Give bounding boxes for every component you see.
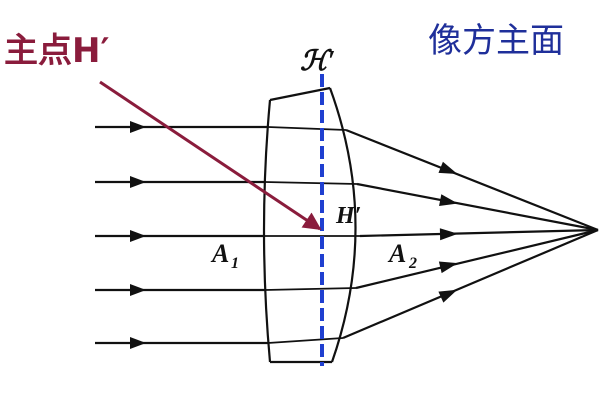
internal-ray-5 [267,337,344,344]
outgoing-rays [342,128,599,340]
vertex-front-letter: A [210,239,229,268]
lens-top-edge [269,86,331,102]
internal-ray-4 [264,287,357,291]
outgoing-ray-2 [356,182,599,232]
outgoing-ray-3 [359,228,599,238]
outgoing-ray-4 [355,228,599,290]
outgoing-arrow-3 [439,228,458,241]
internal-rays [263,126,360,344]
incoming-arrow-1 [130,121,146,133]
outgoing-arrow-5 [438,289,458,303]
vertex-front-label: A 1 [210,239,239,272]
image-principal-plane-label: 像方主面 [428,21,564,61]
vertex-back-label: A 2 [387,239,417,272]
principal-point-pointer [99,80,322,231]
incoming-ray-arrows [130,121,146,349]
incoming-arrow-2 [130,176,146,188]
outgoing-arrow-2 [439,194,458,207]
lens-front-surface [262,99,272,363]
incoming-arrow-3 [130,230,146,242]
vertex-back-letter: A [387,239,406,268]
vertex-back-subscript: 2 [408,255,417,272]
principal-point-label: 主点H′ [4,31,109,71]
internal-ray-2 [264,181,358,185]
outgoing-ray-1 [345,128,599,232]
outgoing-ray-5 [342,228,599,340]
principal-plane-symbol: ℋ′ [300,46,336,77]
principal-point-symbol: H′ [335,203,361,229]
incoming-arrow-4 [130,284,146,296]
incoming-arrow-5 [130,337,146,349]
outgoing-arrow-1 [438,161,458,174]
vertex-front-subscript: 1 [231,255,239,272]
outgoing-ray-arrows [438,161,458,303]
outgoing-arrow-4 [438,261,458,274]
lens-back-surface [328,87,357,363]
lens [262,86,357,364]
incoming-rays [95,125,268,345]
internal-ray-1 [267,126,347,131]
